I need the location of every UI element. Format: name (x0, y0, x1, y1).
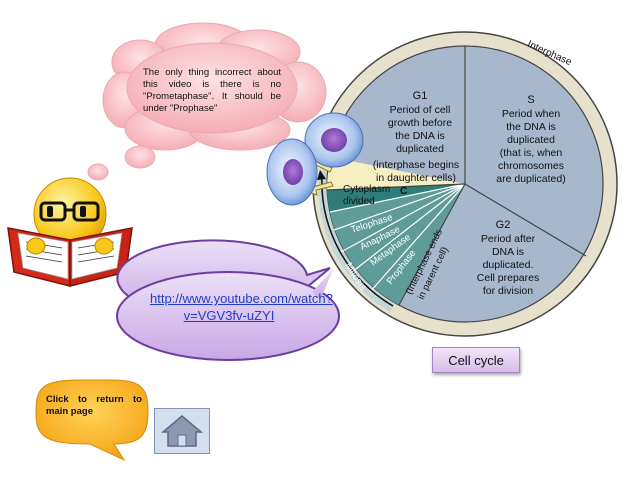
g2-title: G2 (496, 219, 511, 231)
g2-line-5: for division (483, 285, 533, 297)
cytoplasm-line-1: Cytoplasm (343, 184, 390, 195)
s-line-4: (that is, when (500, 147, 563, 159)
cytoplasm-line-2: divided (343, 196, 375, 207)
return-text[interactable]: Click to return to main page (46, 394, 142, 417)
g2-line-2: DNA is (492, 246, 524, 258)
home-button[interactable] (154, 408, 210, 454)
s-line-6: are duplicated) (496, 173, 565, 185)
interphase-begins-2: in daughter cells) (376, 172, 456, 184)
s-line-5: chromosomes (498, 160, 564, 172)
video-link[interactable]: http://www.youtube.com/watch?v=VGV3fv-uZ… (150, 291, 333, 323)
g1-line-3: the DNA is (395, 130, 445, 142)
cell-cycle-label: Cell cycle (432, 347, 520, 373)
interphase-begins-1: (interphase begins (373, 159, 459, 171)
g2-line-1: Period after (481, 233, 536, 245)
note-text: The only thing incorrect about this vide… (143, 67, 281, 114)
s-line-2: the DNA is (506, 121, 556, 133)
g2-line-4: Cell prepares (477, 272, 539, 284)
s-line-1: Period when (502, 108, 561, 120)
s-line-3: duplicated (507, 134, 555, 146)
c-letter: C (400, 186, 407, 197)
g1-line-1: Period of cell (390, 104, 451, 116)
g2-line-3: duplicated. (483, 259, 534, 271)
s-title: S (527, 94, 534, 106)
home-icon (160, 415, 204, 447)
g1-line-4: duplicated (396, 143, 444, 155)
g1-title: G1 (413, 90, 428, 102)
g1-line-2: growth before (388, 117, 452, 129)
